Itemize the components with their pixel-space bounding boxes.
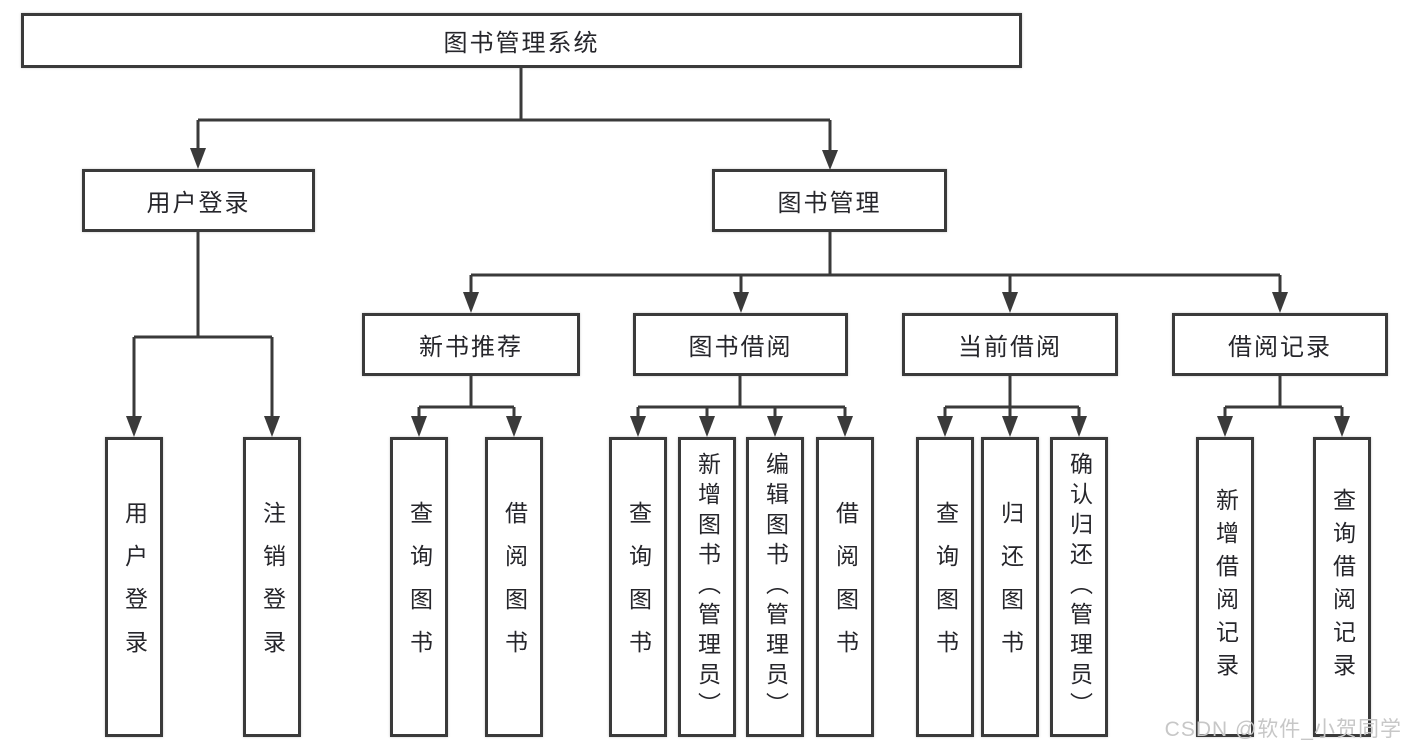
leaf-borrow-books-recommend-label: 借阅图书 xyxy=(501,501,528,673)
leaf-add-book-admin: 新增图书（管理员） xyxy=(678,437,736,737)
leaf-edit-book-admin: 编辑图书（管理员） xyxy=(746,437,804,737)
node-borrowing-records: 借阅记录 xyxy=(1172,313,1388,376)
node-user-login: 用户登录 xyxy=(82,169,315,232)
node-library-system: 图书管理系统 xyxy=(21,13,1022,68)
leaf-user-login: 用户登录 xyxy=(105,437,163,737)
node-user-login-label: 用户登录 xyxy=(146,190,251,217)
node-book-management: 图书管理 xyxy=(712,169,947,232)
leaf-query-borrow-record: 查询借阅记录 xyxy=(1313,437,1371,737)
leaf-logout: 注销登录 xyxy=(243,437,301,737)
leaf-query-books-recommend-label: 查询图书 xyxy=(406,501,433,673)
leaf-logout-label: 注销登录 xyxy=(259,501,286,673)
node-current-borrowing: 当前借阅 xyxy=(902,313,1118,376)
leaf-add-borrow-record-label: 新增借阅记录 xyxy=(1212,488,1239,686)
node-library-system-label: 图书管理系统 xyxy=(443,30,600,57)
leaf-user-login-label: 用户登录 xyxy=(121,501,148,673)
arrowheads xyxy=(126,148,1350,437)
leaf-query-books-recommend: 查询图书 xyxy=(390,437,448,737)
leaf-query-books-current: 查询图书 xyxy=(916,437,974,737)
leaf-borrow-books-borrowing-label: 借阅图书 xyxy=(832,501,859,673)
node-new-book-recommend: 新书推荐 xyxy=(362,313,580,376)
leaf-borrow-books-recommend: 借阅图书 xyxy=(485,437,543,737)
csdn-watermark: CSDN @软件_小贺同学 xyxy=(1164,718,1402,741)
leaf-return-books: 归还图书 xyxy=(981,437,1039,737)
leaf-add-borrow-record: 新增借阅记录 xyxy=(1196,437,1254,737)
leaf-add-book-admin-label: 新增图书（管理员） xyxy=(694,452,721,722)
leaf-query-books-current-label: 查询图书 xyxy=(932,501,959,673)
leaf-edit-book-admin-label: 编辑图书（管理员） xyxy=(762,452,789,722)
node-current-borrowing-label: 当前借阅 xyxy=(958,334,1062,361)
leaf-confirm-return-admin: 确认归还（管理员） xyxy=(1050,437,1108,737)
leaf-query-books-borrowing-label: 查询图书 xyxy=(625,501,652,673)
leaf-query-books-borrowing: 查询图书 xyxy=(609,437,667,737)
leaf-borrow-books-borrowing: 借阅图书 xyxy=(816,437,874,737)
node-new-book-recommend-label: 新书推荐 xyxy=(419,334,523,361)
leaf-return-books-label: 归还图书 xyxy=(997,501,1024,673)
leaf-query-borrow-record-label: 查询借阅记录 xyxy=(1329,488,1356,686)
node-borrowing-records-label: 借阅记录 xyxy=(1228,334,1332,361)
node-book-management-label: 图书管理 xyxy=(777,190,882,217)
node-book-borrowing-label: 图书借阅 xyxy=(688,334,793,361)
leaf-confirm-return-admin-label: 确认归还（管理员） xyxy=(1066,452,1093,722)
node-book-borrowing: 图书借阅 xyxy=(633,313,848,376)
